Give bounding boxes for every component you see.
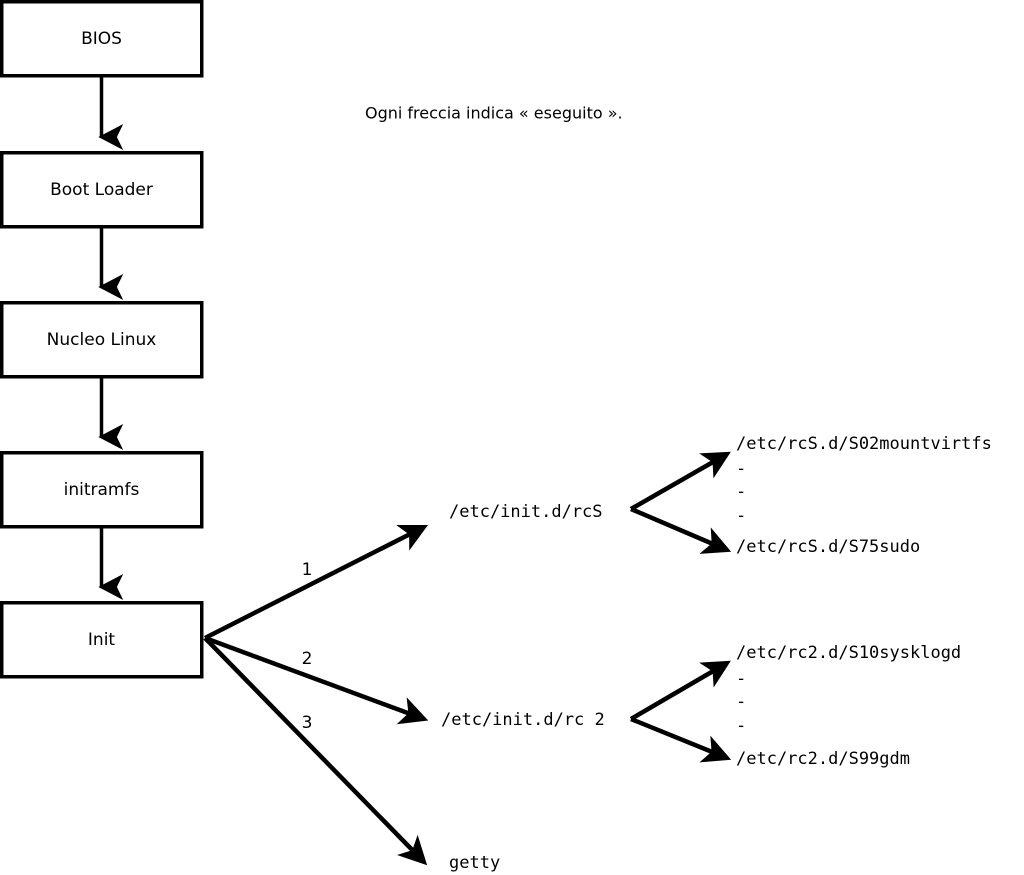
- process-box-boot-loader[interactable]: Boot Loader: [0, 151, 204, 229]
- rc2-ellipsis-dash-2: -: [736, 692, 746, 712]
- process-box-init[interactable]: Init: [0, 601, 204, 679]
- arrow-rc2-to-first-script: [629, 660, 731, 721]
- label-rcs-last-script: /etc/rcS.d/S75sudo: [736, 537, 920, 557]
- label-rc2-last-script: /etc/rc2.d/S99gdm: [736, 749, 910, 769]
- arrow-init-to-rc2: [204, 635, 429, 725]
- branch-number-3: 3: [302, 713, 313, 733]
- box-label-nucleo-linux: Nucleo Linux: [47, 330, 157, 350]
- box-outline-nucleo-linux: [0, 301, 204, 379]
- box-outline-init: [0, 601, 204, 679]
- rcs-ellipsis-dash-1: -: [736, 459, 746, 479]
- label-getty: getty: [449, 853, 500, 873]
- rc2-ellipsis-dash-1: -: [736, 669, 746, 689]
- rc2-ellipsis-marks: - - -: [736, 669, 746, 736]
- box-label-init: Init: [88, 630, 116, 650]
- process-box-nucleo-linux[interactable]: Nucleo Linux: [0, 301, 204, 379]
- rc2-fanout-arrows: [629, 660, 732, 763]
- label-rcs-first-script: /etc/rcS.d/S02mountvirtfs: [736, 434, 992, 454]
- branch-number-1: 1: [302, 560, 313, 580]
- process-box-initramfs[interactable]: initramfs: [0, 451, 204, 529]
- box-label-bios: BIOS: [81, 29, 122, 49]
- rc2-ellipsis-dash-3: -: [736, 716, 746, 736]
- label-init-d-rc2: /etc/init.d/rc 2: [441, 710, 605, 730]
- box-outline-boot-loader: [0, 151, 204, 229]
- rcs-ellipsis-marks: - - -: [736, 459, 746, 526]
- init-fanout-arrows: [203, 524, 429, 866]
- process-box-bios[interactable]: BIOS: [0, 0, 204, 78]
- arrow-init-to-rcs: [203, 524, 429, 641]
- label-init-d-rcs: /etc/init.d/rcS: [449, 502, 603, 522]
- arrow-rc2-to-last-script: [630, 716, 732, 763]
- box-outline-initramfs: [0, 451, 204, 529]
- arrow-init-to-getty: [203, 636, 428, 866]
- rcs-ellipsis-dash-3: -: [736, 506, 746, 526]
- label-rc2-first-script: /etc/rc2.d/S10sysklogd: [736, 643, 961, 663]
- box-label-boot-loader: Boot Loader: [50, 180, 153, 200]
- box-label-initramfs: initramfs: [64, 480, 140, 500]
- rcs-ellipsis-dash-2: -: [736, 482, 746, 502]
- box-outline-bios: [0, 0, 204, 78]
- arrow-rcs-to-first-script: [629, 451, 731, 511]
- legend-note: Ogni freccia indica « eseguito ».: [365, 104, 623, 123]
- arrow-rcs-to-last-script: [630, 506, 732, 554]
- branch-number-2: 2: [302, 649, 313, 669]
- rcs-fanout-arrows: [629, 451, 732, 554]
